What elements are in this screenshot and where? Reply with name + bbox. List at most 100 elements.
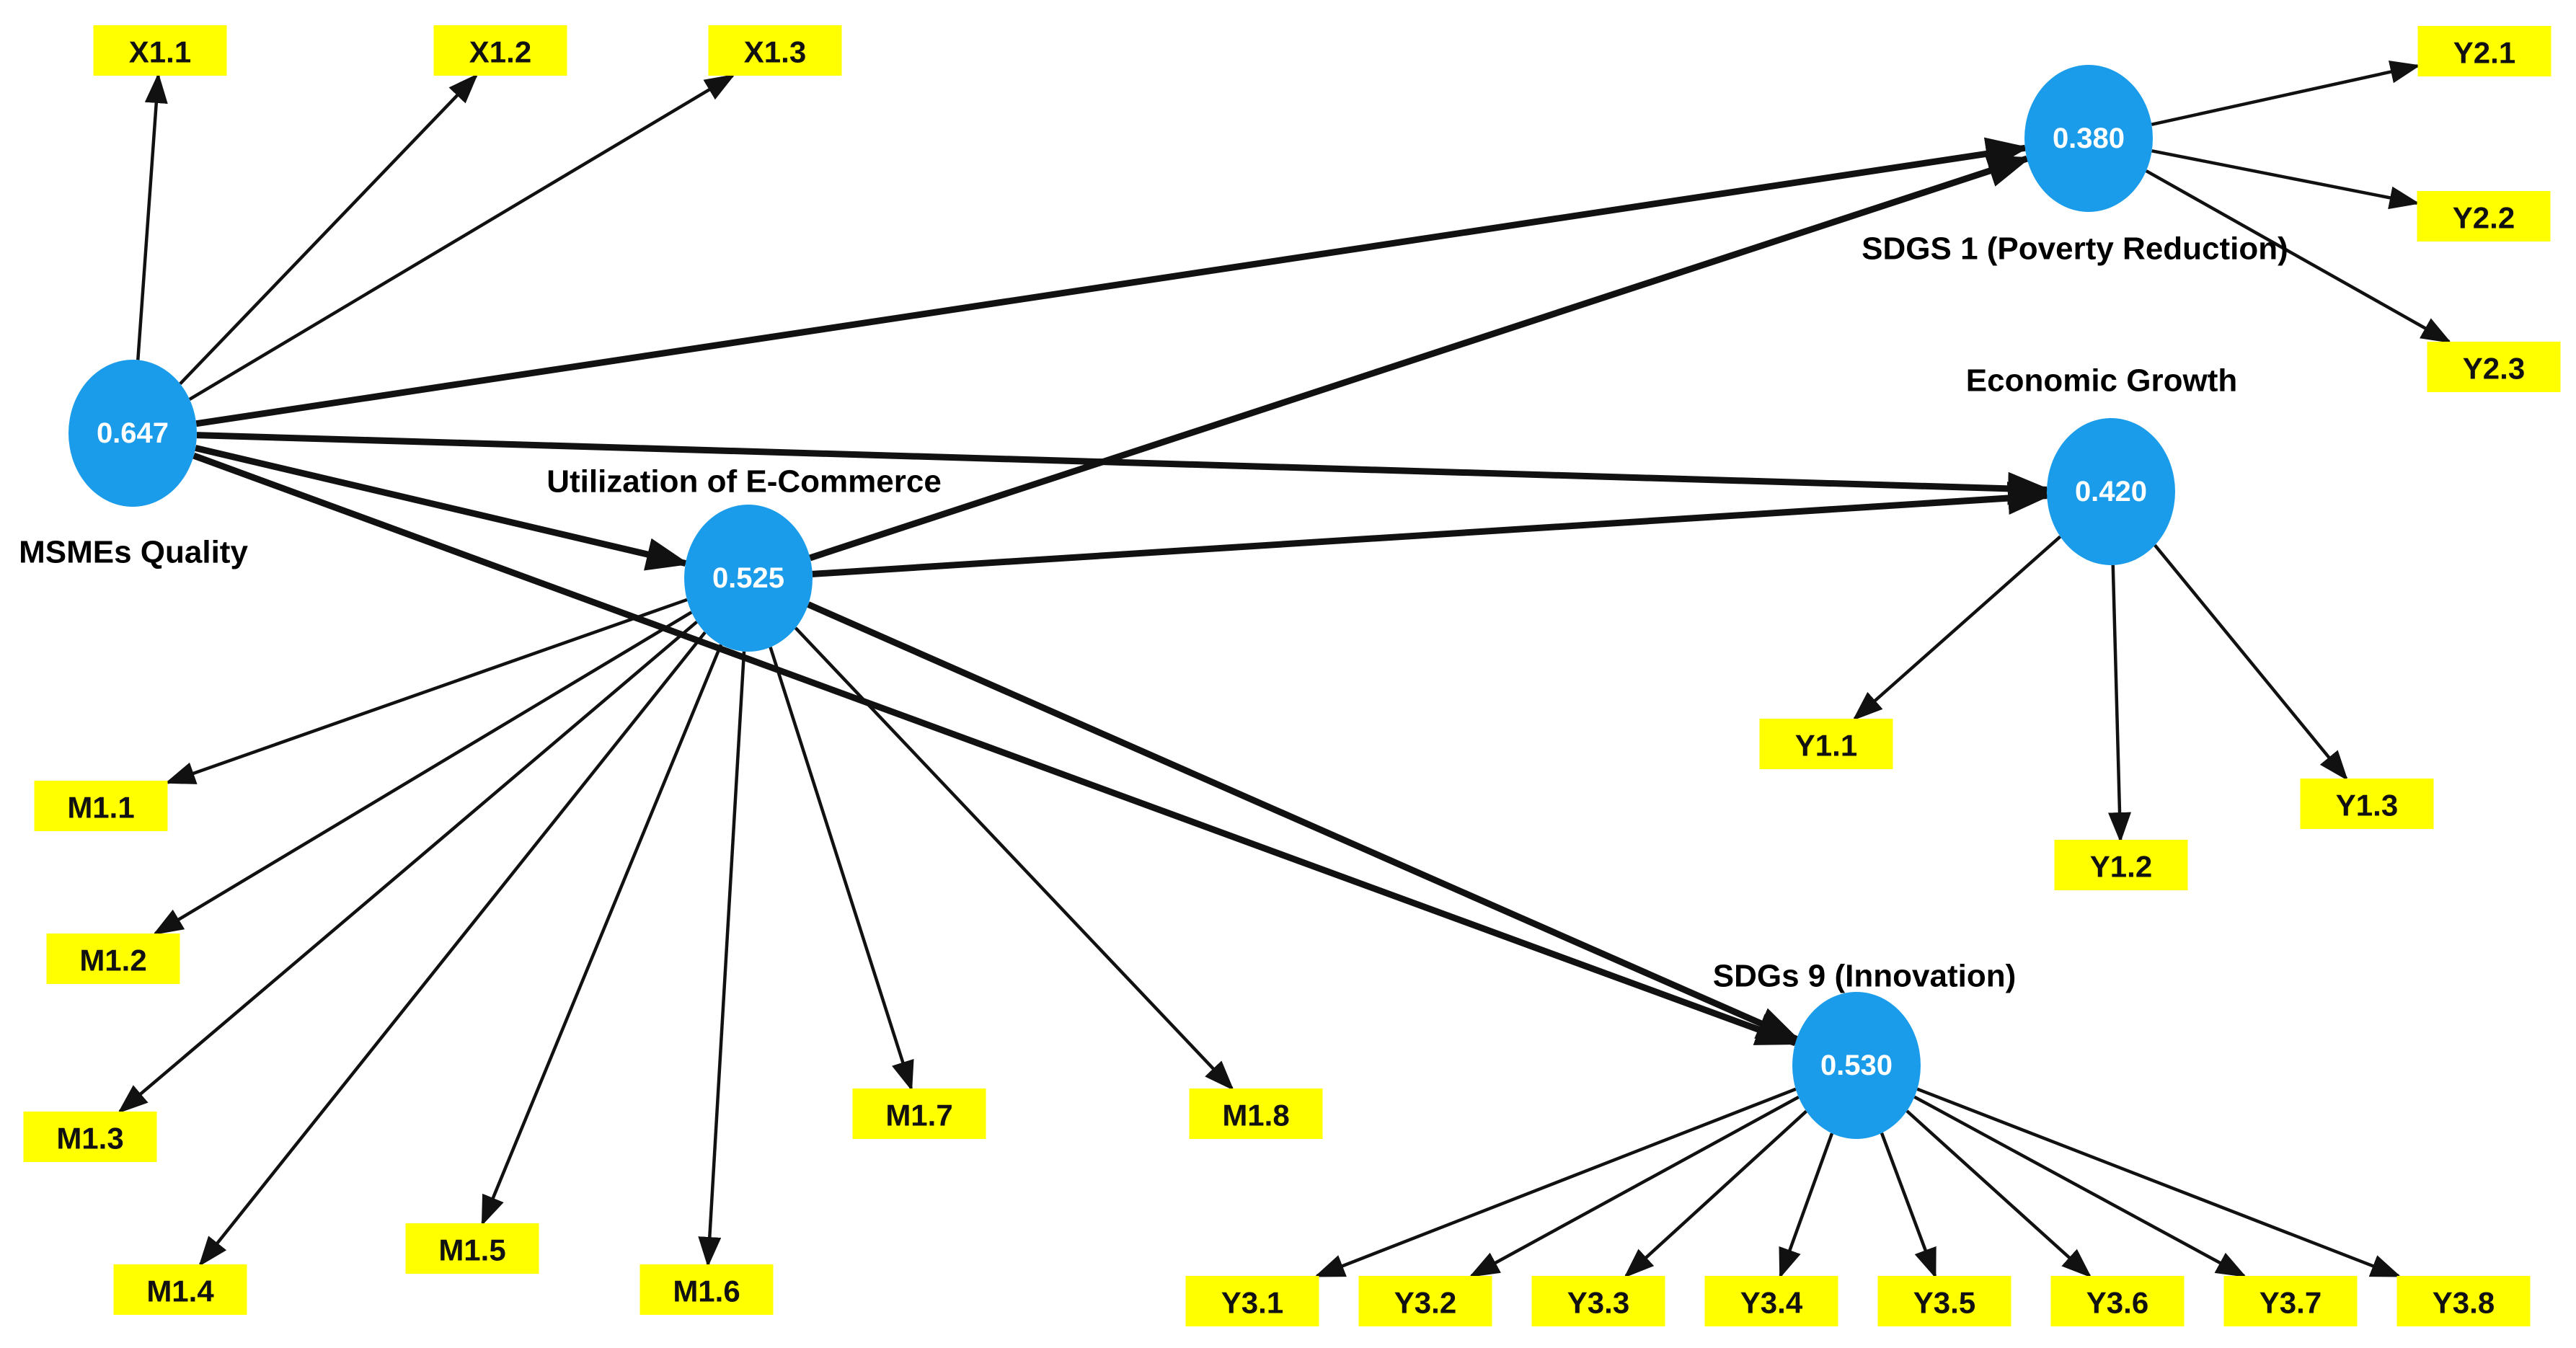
latent-ecommerce: 0.525 — [684, 505, 813, 652]
indicator-label-Y3.8: Y3.8 — [2433, 1286, 2495, 1320]
indicator-X1.3: X1.3 — [708, 25, 842, 76]
latent-value-ecgrowth: 0.420 — [2075, 476, 2147, 507]
indicator-label-Y3.6: Y3.6 — [2086, 1286, 2148, 1320]
indicator-box-Y1.3 — [2300, 779, 2434, 829]
measurement-arrow-sdgs9-y31 — [1314, 1087, 1797, 1278]
indicator-label-Y2.3: Y2.3 — [2463, 352, 2525, 386]
latent-label-sdgs1: SDGS 1 (Poverty Reduction) — [1862, 231, 2288, 267]
indicator-label-M1.6: M1.6 — [673, 1274, 740, 1308]
latent-sdgs9: 0.530 — [1792, 992, 1921, 1139]
latent-value-ecommerce: 0.525 — [712, 562, 784, 594]
indicator-box-Y3.3 — [1531, 1276, 1665, 1326]
indicator-box-Y3.7 — [2223, 1276, 2358, 1326]
indicator-box-X1.3 — [708, 25, 842, 76]
latent-label-sdgs9: SDGs 9 (Innovation) — [1713, 959, 2016, 994]
indicator-M1.3: M1.3 — [23, 1112, 157, 1162]
indicator-label-M1.1: M1.1 — [67, 791, 134, 825]
indicator-label-Y2.1: Y2.1 — [2453, 36, 2515, 70]
structural-arrows-layer — [192, 137, 2052, 1047]
indicator-M1.5: M1.5 — [405, 1223, 539, 1274]
indicator-Y3.5: Y3.5 — [1877, 1276, 2011, 1326]
measurement-arrow-sdgs9-y32 — [1469, 1095, 1800, 1277]
indicator-box-Y1.1 — [1759, 719, 1893, 769]
indicator-box-Y2.2 — [2417, 191, 2551, 241]
indicator-label-Y1.1: Y1.1 — [1795, 729, 1857, 763]
indicator-M1.6: M1.6 — [639, 1264, 774, 1315]
indicator-Y3.7: Y3.7 — [2223, 1276, 2358, 1326]
indicator-Y1.3: Y1.3 — [2300, 779, 2434, 829]
measurement-arrow-msmes-x12 — [179, 74, 479, 385]
measurement-arrow-sdgs1-y23 — [2145, 169, 2452, 343]
latent-msmes: 0.647 — [68, 360, 197, 507]
indicator-label-Y3.3: Y3.3 — [1567, 1286, 1629, 1320]
latent-ellipse-ecgrowth — [2047, 418, 2175, 565]
latent-ellipse-msmes — [68, 360, 197, 507]
measurement-arrow-ecommerce-m16 — [698, 651, 746, 1267]
indicator-M1.4: M1.4 — [113, 1264, 247, 1315]
indicator-label-X1.2: X1.2 — [469, 35, 531, 69]
measurement-arrow-sdgs9-y35 — [1880, 1132, 1937, 1279]
indicator-label-X1.3: X1.3 — [744, 35, 806, 69]
measurement-arrow-sdgs9-y37 — [1913, 1095, 2247, 1277]
measurement-arrow-ecommerce-m15 — [481, 644, 723, 1226]
measurement-arrow-sdgs9-y38 — [1916, 1087, 2402, 1278]
indicator-box-Y3.2 — [1358, 1276, 1492, 1326]
indicator-Y2.1: Y2.1 — [2417, 26, 2551, 76]
measurement-arrow-msmes-x13 — [188, 74, 735, 401]
indicator-X1.1: X1.1 — [93, 25, 227, 76]
indicator-label-Y3.2: Y3.2 — [1394, 1286, 1456, 1320]
indicator-box-Y2.1 — [2417, 26, 2551, 76]
measurement-arrow-sdgs9-y33 — [1624, 1109, 1807, 1278]
indicator-label-X1.1: X1.1 — [129, 35, 191, 69]
indicator-box-M1.1 — [34, 781, 168, 831]
indicator-M1.8: M1.8 — [1189, 1088, 1323, 1139]
indicator-label-Y3.5: Y3.5 — [1913, 1286, 1975, 1320]
indicator-box-Y3.5 — [1877, 1276, 2011, 1326]
indicator-box-Y3.8 — [2396, 1276, 2531, 1326]
indicator-label-Y3.4: Y3.4 — [1740, 1286, 1803, 1320]
measurement-arrow-ecommerce-m17 — [769, 647, 914, 1091]
latent-label-msmes: MSMEs Quality — [19, 535, 248, 570]
indicator-box-M1.3 — [23, 1112, 157, 1162]
measurement-arrow-ecommerce-m14 — [198, 631, 707, 1267]
structural-arrow-msmes-ecgrowth — [196, 432, 2052, 505]
indicator-label-M1.8: M1.8 — [1222, 1099, 1289, 1132]
measurement-arrow-msmes-x11 — [136, 73, 168, 360]
measurement-arrow-ecommerce-m11 — [164, 598, 688, 784]
measurement-arrow-ecgrowth-y11 — [1852, 535, 2062, 721]
measurement-arrow-ecommerce-m13 — [118, 620, 698, 1114]
indicator-box-Y3.4 — [1704, 1276, 1838, 1326]
indicator-label-M1.7: M1.7 — [885, 1099, 952, 1132]
indicator-box-Y2.3 — [2427, 342, 2561, 392]
indicator-label-Y2.2: Y2.2 — [2453, 201, 2515, 235]
indicator-box-M1.5 — [405, 1223, 539, 1274]
latent-label-ecgrowth: Economic Growth — [1966, 363, 2237, 399]
indicator-Y3.4: Y3.4 — [1704, 1276, 1838, 1326]
structural-arrow-msmes-sdgs9 — [192, 452, 1800, 1047]
indicator-label-Y1.2: Y1.2 — [2090, 850, 2152, 884]
measurement-arrow-ecgrowth-y13 — [2154, 544, 2348, 781]
indicator-Y3.2: Y3.2 — [1358, 1276, 1492, 1326]
structural-arrow-msmes-sdgs1 — [195, 137, 2030, 427]
latent-label-ecommerce: Utilization of E-Commerce — [546, 464, 942, 500]
indicator-Y2.2: Y2.2 — [2417, 191, 2551, 241]
indicator-box-M1.2 — [46, 934, 180, 984]
indicator-Y2.3: Y2.3 — [2427, 342, 2561, 392]
measurement-arrow-sdgs1-y21 — [2151, 60, 2421, 126]
measurement-arrow-sdgs9-y36 — [1906, 1109, 2092, 1278]
indicator-box-M1.6 — [639, 1264, 774, 1315]
indicator-label-Y3.7: Y3.7 — [2259, 1286, 2322, 1320]
indicator-box-X1.1 — [93, 25, 227, 76]
structural-arrow-ecommerce-sdgs9 — [807, 601, 1801, 1042]
indicator-box-M1.8 — [1189, 1088, 1323, 1139]
latent-ecgrowth: 0.420 — [2047, 418, 2175, 565]
measurement-arrow-sdgs1-y22 — [2151, 149, 2420, 210]
indicator-Y3.3: Y3.3 — [1531, 1276, 1665, 1326]
latent-value-sdgs9: 0.530 — [1820, 1050, 1893, 1081]
indicator-Y3.1: Y3.1 — [1185, 1276, 1319, 1326]
indicator-box-Y3.6 — [2050, 1276, 2185, 1326]
indicator-label-M1.3: M1.3 — [56, 1122, 123, 1156]
